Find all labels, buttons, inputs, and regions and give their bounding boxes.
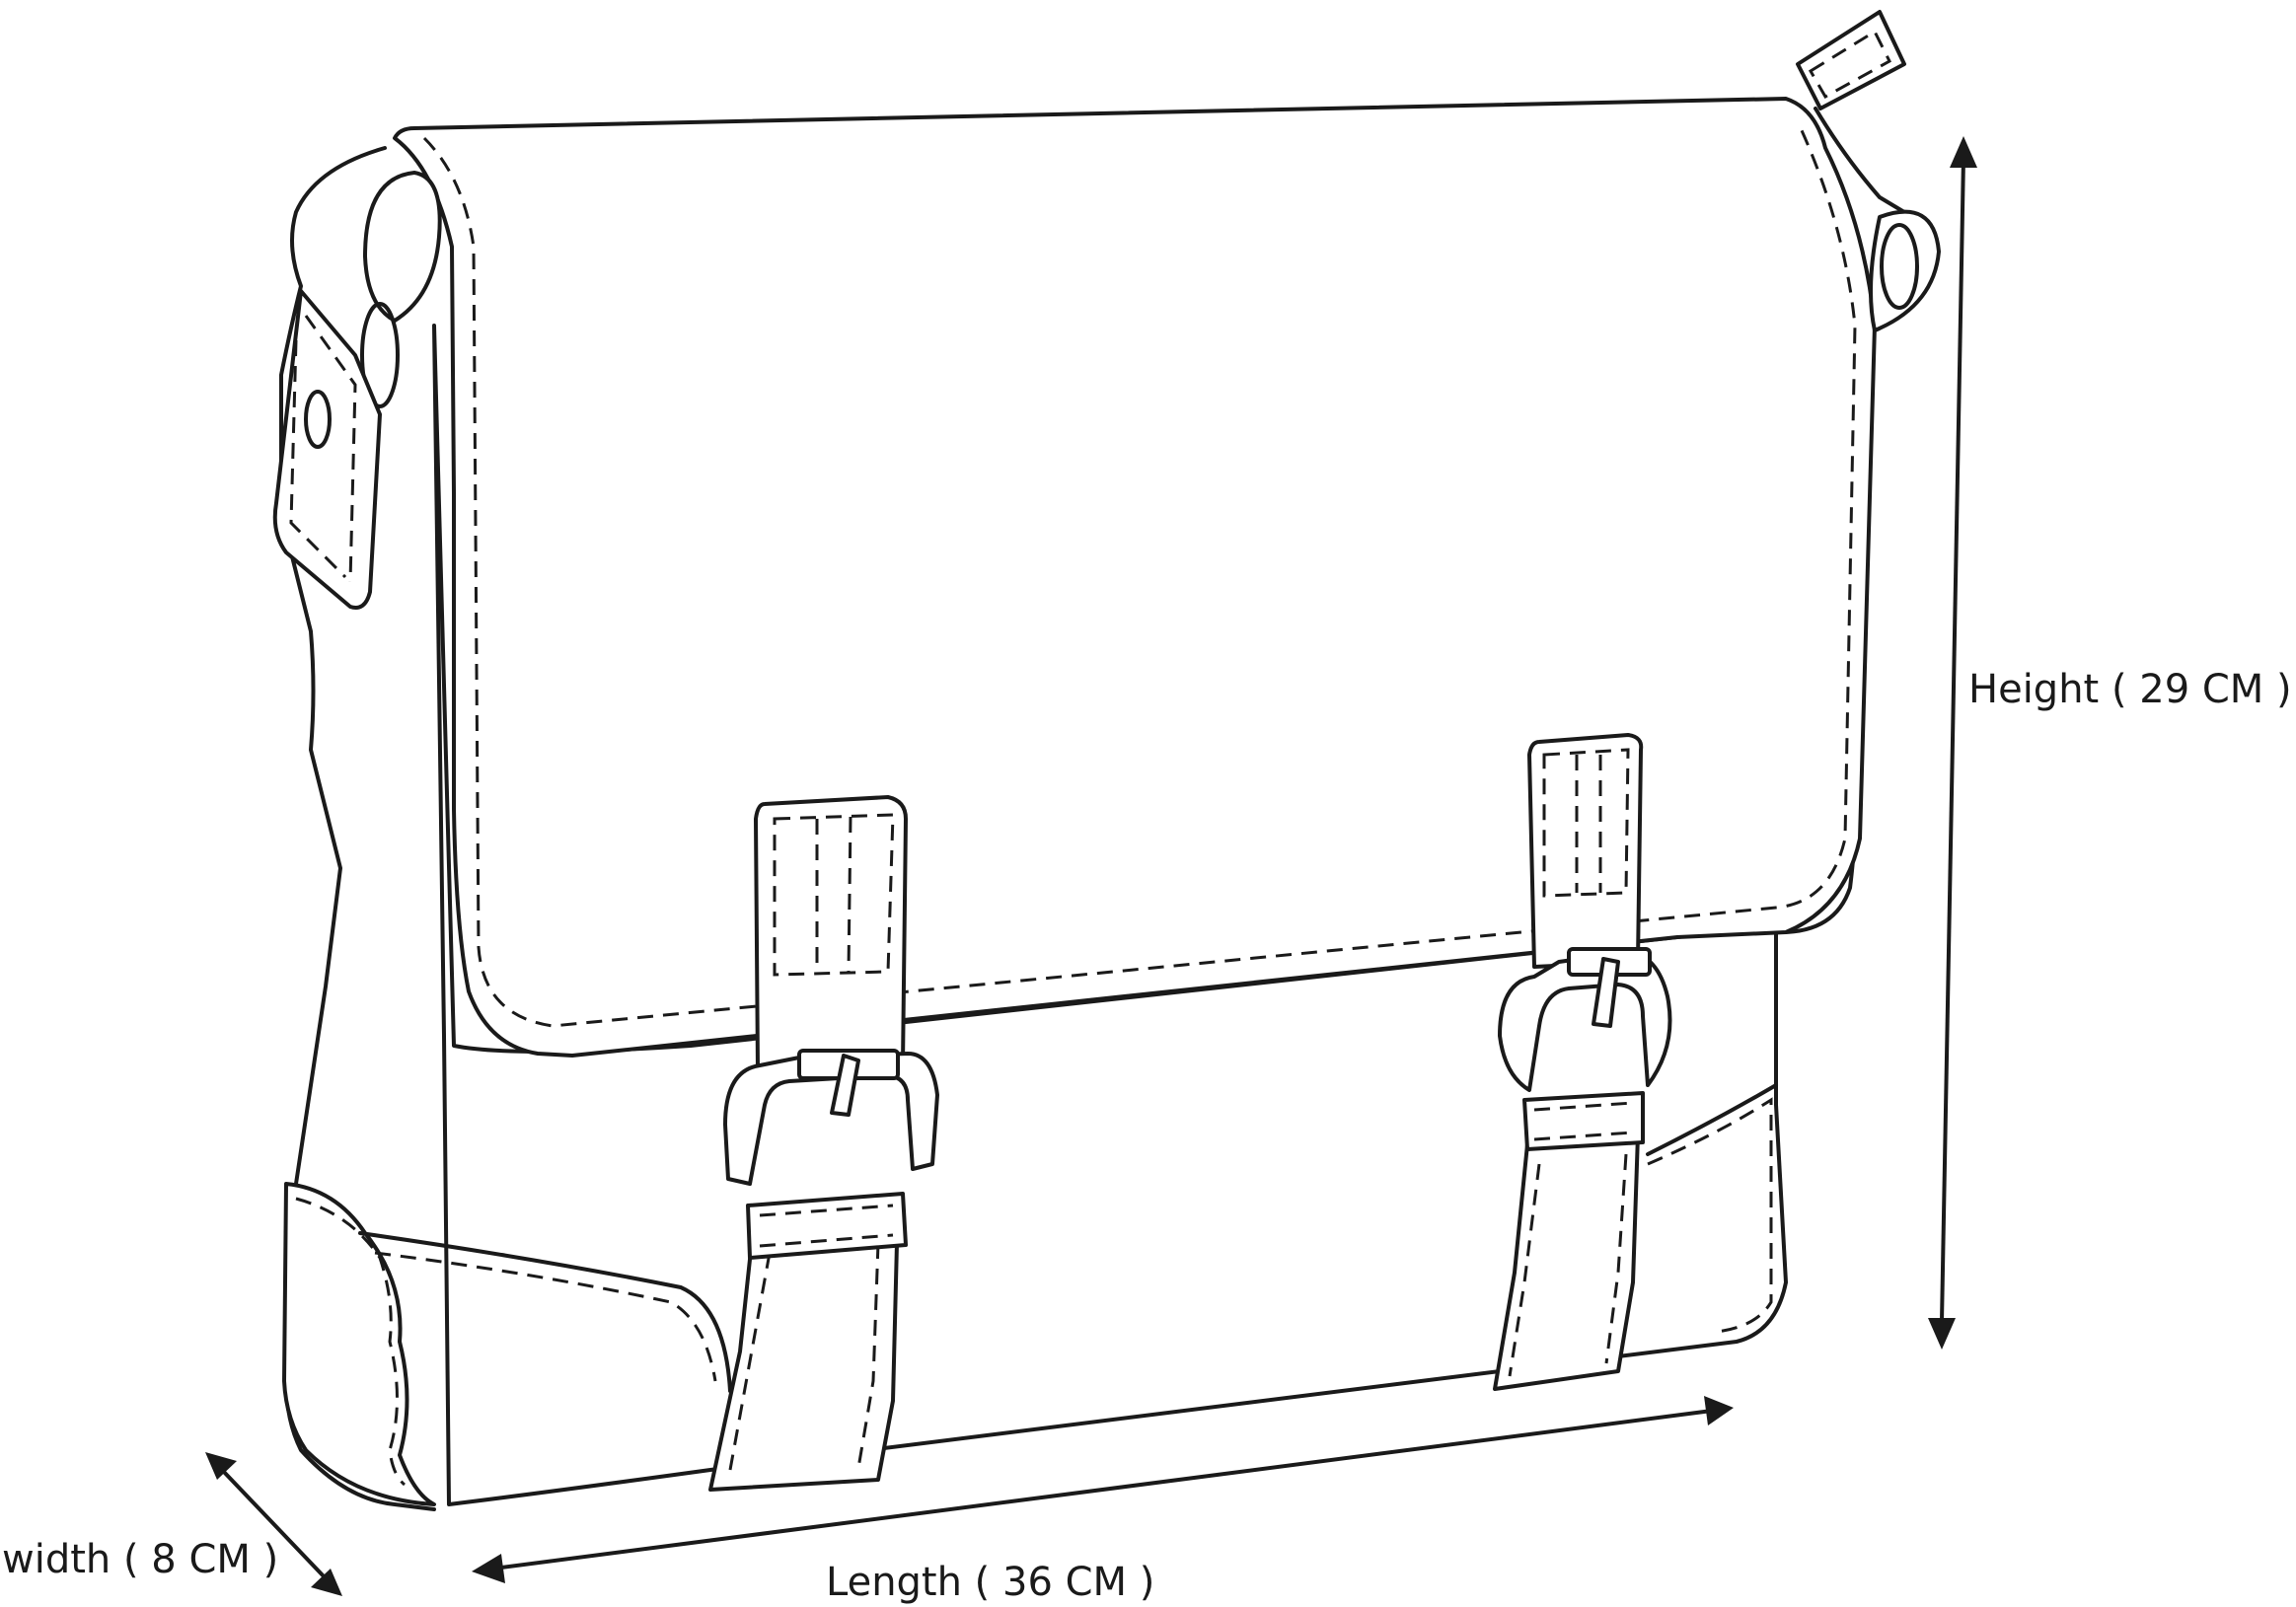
front-right-panel-seam: [1646, 1083, 1778, 1156]
right-strap-keeper: [1522, 1091, 1645, 1151]
zipper-tab-stitching: [1808, 29, 1891, 100]
length-dimension-line: [492, 1409, 1713, 1570]
left-ring-loop: [363, 171, 442, 323]
left-corner-stitching: [295, 1197, 407, 1487]
left-strap-keeper: [746, 1192, 908, 1260]
front-right-panel-stitching: [1647, 1097, 1773, 1334]
height-label: Height ( 29 CM ): [1968, 667, 2292, 712]
right-buckle-frame: [1498, 950, 1672, 1092]
right-d-ring: [1880, 223, 1919, 310]
bag-illustration: [272, 10, 1941, 1511]
left-strap-attachment: [272, 171, 442, 610]
left-buckle-prong: [830, 1054, 860, 1117]
front-left-panel-seam: [358, 1231, 732, 1393]
length-label: Length ( 36 CM ): [826, 1560, 1154, 1605]
left-buckle-strap: [708, 795, 939, 1492]
right-strap-upper: [1527, 733, 1644, 969]
left-strap-lower-stitching: [728, 1242, 880, 1471]
front-left-panel-stitching: [374, 1251, 717, 1382]
left-strap-tab: [272, 289, 382, 610]
height-dimension-line: [1940, 157, 1965, 1323]
right-strap-ring: [1869, 209, 1941, 332]
left-d-ring: [360, 302, 400, 408]
width-label: width ( 8 CM ): [2, 1537, 278, 1582]
height-arrowhead-bottom: [1928, 1318, 1956, 1350]
length-arrowhead-left: [472, 1554, 505, 1583]
left-corner-patch: [282, 1182, 732, 1506]
length-arrowhead-right: [1704, 1396, 1734, 1425]
right-buckle-prong: [1592, 957, 1620, 1028]
height-arrowhead-top: [1950, 136, 1977, 168]
dimension-arrows: [205, 136, 1977, 1596]
zipper-cord: [1814, 107, 1906, 214]
left-strap-tab-stitching: [289, 315, 357, 583]
right-strap-upper-stitching: [1542, 748, 1630, 898]
bag-flap: [393, 97, 1877, 1058]
width-arrowhead-top: [205, 1452, 237, 1480]
right-keeper-stitching: [1533, 1101, 1634, 1141]
left-strap-upper-stitching: [773, 813, 895, 977]
right-strap-lower-stitching: [1508, 1153, 1628, 1377]
flap-stitching: [422, 127, 1857, 1028]
zipper-pull: [1796, 10, 1906, 214]
left-strap-upper: [754, 795, 908, 1072]
width-arrowhead-bottom: [311, 1569, 342, 1596]
left-keeper-stitching: [759, 1204, 894, 1248]
left-strap-rivet: [304, 390, 332, 449]
right-buckle-strap: [1493, 733, 1672, 1391]
width-dimension-line: [220, 1468, 328, 1580]
dimension-labels: Height ( 29 CM ) Length ( 36 CM ) width …: [2, 667, 2292, 1605]
